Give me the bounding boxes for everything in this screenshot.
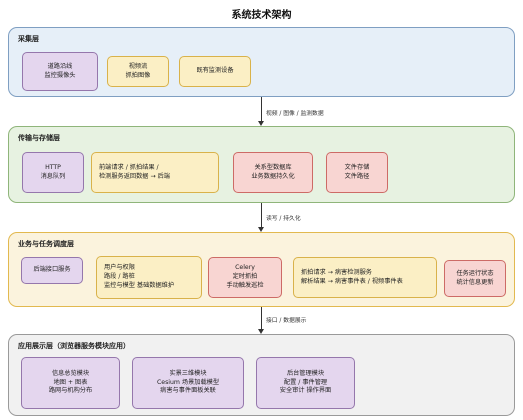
box-line: 消息队列 — [40, 172, 66, 180]
box-line: HTTP — [45, 163, 61, 171]
box-line: Celery — [235, 264, 255, 272]
box-line: Cesium 场景加载模型 — [156, 378, 220, 386]
box-line: 道路沿线 — [47, 62, 73, 70]
existing-device-box: 既有监测设备 — [179, 56, 251, 87]
business-scheduling-layer: 业务与任务调度层 后端接口服务 用户与权限 路段 / 路桩 监控与模型 基础数据… — [8, 232, 515, 307]
connector-label: 读写 / 持久化 — [266, 216, 301, 222]
presentation-layer: 应用展示层（浏览器服务模块应用） 信息总览模块 地图 + 图表 路网与机构分布 … — [8, 334, 515, 416]
celery-scheduler-box: Celery 定时抓拍 手动触发巡检 — [208, 257, 282, 298]
box-line: 任务运行状态 — [456, 269, 494, 277]
acquisition-layer: 采集层 道路沿线 监控摄像头 视频流 抓拍图像 既有监测设备 — [8, 27, 515, 97]
relational-db-box: 关系型数据库 业务数据持久化 — [233, 152, 313, 193]
transport-storage-layer: 传输与存储层 HTTP 消息队列 前端请求 / 抓拍结果 / 检测服务返回数据 … — [8, 126, 515, 203]
box-line: 抓拍请求 → 病害检测服务 — [301, 268, 372, 276]
box-line: 关系型数据库 — [254, 163, 292, 171]
box-line: 文件存储 — [344, 163, 370, 171]
backend-api-box: 后端接口服务 — [21, 257, 83, 284]
realscene-3d-module-box: 实景三维模块 Cesium 场景加载模型 病害与事件面板关联 — [132, 357, 244, 409]
box-line: 检测服务返回数据 → 后端 — [99, 172, 170, 180]
user-permission-box: 用户与权限 路段 / 路桩 监控与模型 基础数据维护 — [96, 256, 202, 299]
box-line: 后端接口服务 — [33, 266, 71, 273]
arrow-down-icon — [258, 329, 264, 334]
box-line: 手动触发巡检 — [226, 281, 264, 289]
box-line: 信息总览模块 — [51, 369, 90, 377]
connector-label: 视频 / 图像 / 监测数据 — [266, 111, 324, 117]
http-mq-box: HTTP 消息队列 — [22, 152, 84, 193]
box-line: 定时抓拍 — [232, 273, 258, 280]
box-line: 监控与模型 基础数据维护 — [104, 281, 175, 289]
box-line: 抓拍图像 — [125, 71, 151, 79]
arrow-down-icon — [258, 121, 264, 126]
box-line: 业务数据持久化 — [251, 172, 295, 180]
box-line: 监控摄像头 — [44, 71, 76, 79]
transport-layer-title: 传输与存储层 — [18, 134, 60, 142]
file-storage-box: 文件存储 文件路径 — [326, 152, 388, 193]
diagram-title: 系统技术架构 — [231, 10, 292, 21]
box-line: 视频流 — [128, 62, 148, 70]
task-status-box: 任务运行状态 统计信息更新 — [444, 260, 506, 297]
box-line: 地图 + 图表 — [53, 378, 88, 386]
acquisition-layer-title: 采集层 — [18, 35, 39, 43]
video-stream-box: 视频流 抓拍图像 — [107, 56, 169, 87]
box-line: 解析结果 → 病害事件表 / 视频事件表 — [301, 277, 403, 285]
connector-line — [261, 307, 262, 329]
admin-module-box: 后台管理模块 配置 / 事件管理 安全审计 操作界面 — [256, 357, 355, 409]
box-line: 用户与权限 — [104, 264, 135, 272]
connector-line — [261, 97, 262, 121]
box-line: 路段 / 路桩 — [104, 273, 135, 280]
roadside-camera-box: 道路沿线 监控摄像头 — [22, 52, 98, 91]
box-line: 配置 / 事件管理 — [283, 378, 328, 386]
box-line: 既有监测设备 — [196, 67, 234, 74]
frontend-request-box: 前端请求 / 抓拍结果 / 检测服务返回数据 → 后端 — [91, 152, 219, 193]
connector-label: 接口 / 数据展示 — [266, 318, 307, 324]
presentation-layer-title: 应用展示层（浏览器服务模块应用） — [18, 342, 130, 350]
business-layer-title: 业务与任务调度层 — [18, 240, 74, 248]
capture-detection-box: 抓拍请求 → 病害检测服务 解析结果 → 病害事件表 / 视频事件表 — [293, 257, 437, 298]
arrow-down-icon — [258, 227, 264, 232]
box-line: 前端请求 / 抓拍结果 / — [99, 163, 159, 171]
connector-line — [261, 203, 262, 227]
box-line: 文件路径 — [344, 172, 370, 180]
box-line: 后台管理模块 — [286, 369, 325, 377]
box-line: 路网与机构分布 — [48, 387, 93, 395]
box-line: 实景三维模块 — [169, 369, 207, 377]
overview-module-box: 信息总览模块 地图 + 图表 路网与机构分布 — [21, 357, 120, 409]
box-line: 统计信息更新 — [456, 278, 494, 286]
box-line: 安全审计 操作界面 — [279, 387, 332, 395]
box-line: 病害与事件面板关联 — [160, 387, 216, 395]
